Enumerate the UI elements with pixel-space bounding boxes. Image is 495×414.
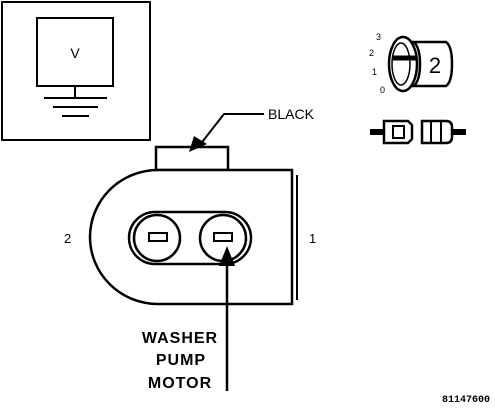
figure-id: 81147600 <box>442 395 490 406</box>
legend-frame <box>1 1 151 141</box>
voltmeter-legend: V <box>1 1 151 141</box>
key-position-3: 3 <box>376 32 381 42</box>
pin-label-2: 2 <box>64 231 71 246</box>
voltmeter-symbol: V <box>70 45 80 61</box>
voltmeter-ground-icon <box>44 86 107 117</box>
component-name-line-2: PUMP <box>156 352 206 369</box>
color-callout: BLACK <box>189 106 315 152</box>
component-callout: WASHER PUMP MOTOR <box>142 246 235 392</box>
key-position-0: 0 <box>380 85 385 95</box>
key-position-2: 2 <box>369 48 374 58</box>
pin-label-1: 1 <box>309 231 316 246</box>
key-position-1: 1 <box>372 67 377 77</box>
connector-face: 2 1 <box>64 145 316 306</box>
cavity-pair <box>127 210 253 266</box>
component-name-line-3: MOTOR <box>148 375 212 392</box>
connector-color-label: BLACK <box>268 106 315 122</box>
component-name-line-1: WASHER <box>142 330 218 347</box>
key-selected-position: 2 <box>429 53 441 78</box>
disconnected-connector-icon <box>370 119 466 145</box>
ignition-key-icon: 3 2 1 0 2 <box>369 32 454 95</box>
